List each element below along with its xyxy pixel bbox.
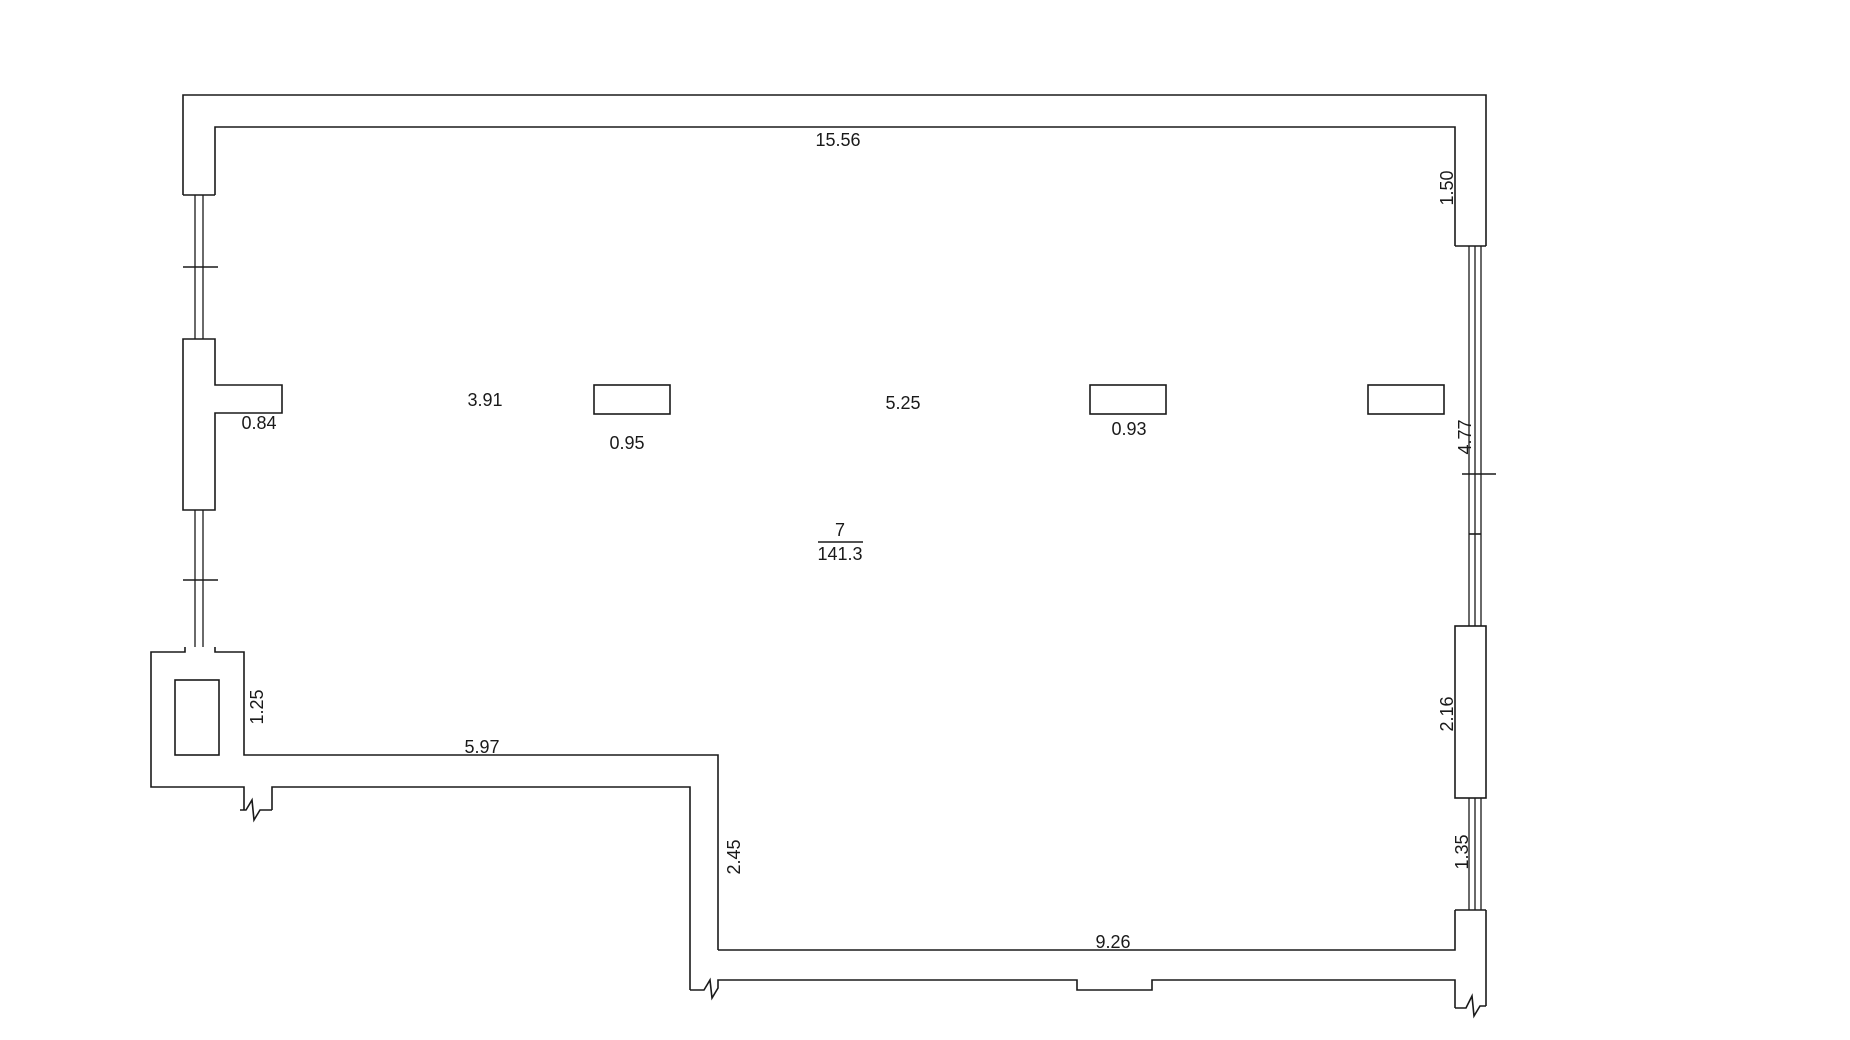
dim-right-mid-pier: 2.16 <box>1437 696 1457 731</box>
left-pier <box>182 338 283 511</box>
dim-span-left: 3.91 <box>467 390 502 410</box>
dim-top-width: 15.56 <box>815 130 860 150</box>
column-middle <box>1089 384 1167 415</box>
wall-left-block-inner <box>214 647 719 950</box>
dim-column-left: 0.95 <box>609 433 644 453</box>
break-symbol-right <box>1455 993 1486 1019</box>
column-left <box>593 384 671 415</box>
room-label: 7 141.3 <box>817 520 863 564</box>
dim-left-bottom-width: 5.97 <box>464 737 499 757</box>
dim-right-window: 4.77 <box>1455 419 1475 454</box>
wall-left-block <box>150 647 245 810</box>
wall-bottom-inner <box>718 910 1456 951</box>
break-symbol-left <box>240 797 272 823</box>
dim-left-pilaster: 0.84 <box>241 413 276 433</box>
wall-left-bottom-outer <box>271 786 691 990</box>
room-number: 7 <box>835 520 845 540</box>
dim-left-niche: 1.25 <box>247 689 267 724</box>
columns <box>593 384 1445 415</box>
wall-top-inner <box>214 126 1456 246</box>
column-right <box>1367 384 1445 415</box>
dim-column-middle: 0.93 <box>1111 419 1146 439</box>
windows <box>183 195 1496 910</box>
wall-top-outer <box>182 94 1487 246</box>
dim-step-height: 2.45 <box>724 839 744 874</box>
dimension-labels: 15.56 1.50 4.77 2.16 1.35 9.26 2.45 5.97… <box>241 130 1475 952</box>
shaft-box <box>174 679 220 756</box>
dim-right-bottom-window: 1.35 <box>1452 834 1472 869</box>
right-pier <box>1454 625 1487 799</box>
dim-right-top-pier: 1.50 <box>1437 170 1457 205</box>
dim-span-middle: 5.25 <box>885 393 920 413</box>
outer-walls <box>150 94 1487 1019</box>
wall-bottom-outer <box>690 977 1456 1008</box>
dim-bottom-width: 9.26 <box>1095 932 1130 952</box>
room-area: 141.3 <box>817 544 862 564</box>
